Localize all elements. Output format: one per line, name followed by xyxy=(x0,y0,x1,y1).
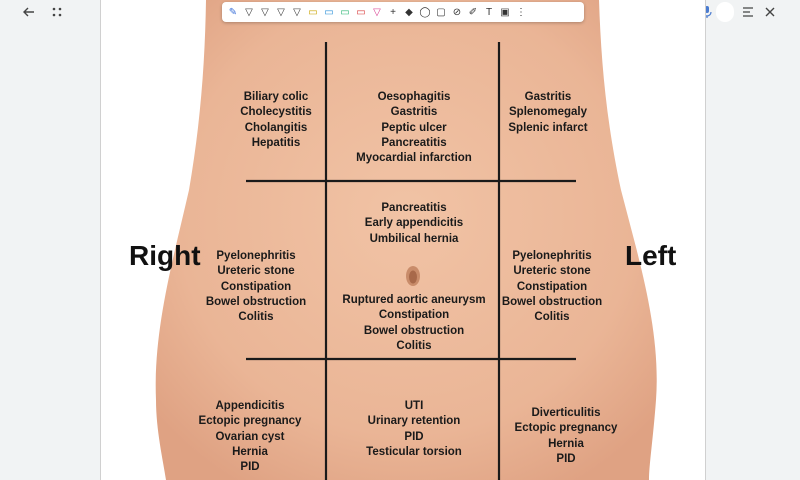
pen-2-tool-icon[interactable]: ▽ xyxy=(261,6,269,18)
region-line: Early appendicitis xyxy=(364,217,464,230)
region-line: Gastritis xyxy=(390,106,438,119)
text-tool-icon[interactable]: T xyxy=(485,6,493,18)
region-line: Colitis xyxy=(396,339,432,352)
apps-icon xyxy=(52,7,62,17)
region-line: Constipation xyxy=(220,280,292,293)
region-line: Appendicitis xyxy=(215,400,285,412)
region-line: Ectopic pregnancy xyxy=(514,422,618,435)
region-line: Constipation xyxy=(378,309,450,322)
region-line: Pyelonephritis xyxy=(512,250,592,262)
pen-5-tool-icon[interactable]: ▽ xyxy=(373,6,381,18)
highlighter-3-tool-icon[interactable]: ▭ xyxy=(340,6,350,18)
pen-3-tool-icon[interactable]: ▽ xyxy=(277,6,285,18)
region-line: Hernia xyxy=(548,437,584,450)
region-line: Ureteric stone xyxy=(217,265,295,278)
region-line: Colitis xyxy=(238,311,274,324)
region-line: Oesophagitis xyxy=(377,91,451,103)
region-line: Umbilical hernia xyxy=(369,232,459,245)
close-button[interactable] xyxy=(759,2,781,22)
apps-button[interactable] xyxy=(42,0,72,24)
region-line: Diverticulitis xyxy=(531,407,601,419)
image-tool-icon[interactable]: ▣ xyxy=(500,6,510,18)
region-line: Ruptured aortic aneurysm xyxy=(342,294,486,306)
region-line: Bowel obstruction xyxy=(205,295,307,308)
region-line: Splenic infarct xyxy=(508,121,588,134)
region-line: Cholecystitis xyxy=(240,106,312,119)
list-icon xyxy=(743,7,753,17)
region-line: Ovarian cyst xyxy=(215,430,285,443)
lasso-tool-icon[interactable]: ◯ xyxy=(419,6,431,18)
highlighter-2-tool-icon[interactable]: ▭ xyxy=(324,6,334,18)
laser-tool-icon[interactable]: ✐ xyxy=(468,6,478,18)
region-line: Testicular torsion xyxy=(366,445,462,458)
region-line: Pyelonephritis xyxy=(216,250,296,262)
region-line: Cholangitis xyxy=(244,121,308,134)
link-tool-icon[interactable]: ⊘ xyxy=(452,6,462,18)
region-line: Hernia xyxy=(232,445,268,458)
region-line: PID xyxy=(404,430,424,443)
region-line: Bowel obstruction xyxy=(363,324,465,337)
pen-4-tool-icon[interactable]: ▽ xyxy=(293,6,301,18)
highlighter-4-tool-icon[interactable]: ▭ xyxy=(356,6,366,18)
region-line: Ureteric stone xyxy=(513,265,591,278)
shapes-tool-icon[interactable]: ▢ xyxy=(436,6,446,18)
region-line: PID xyxy=(556,452,576,465)
eraser-tool-icon[interactable]: ◆ xyxy=(405,6,413,18)
torso-illustration xyxy=(155,0,657,480)
region-line: Urinary retention xyxy=(367,415,461,428)
back-button[interactable] xyxy=(14,0,44,24)
more-tool-icon[interactable]: ⋮ xyxy=(516,6,526,18)
pen-tool-icon[interactable]: ✎ xyxy=(228,6,238,18)
region-line: Colitis xyxy=(534,311,570,324)
region-line: Biliary colic xyxy=(243,91,309,103)
region-line: Peptic ulcer xyxy=(381,121,447,134)
side-label-left: Left xyxy=(625,240,677,271)
list-button[interactable] xyxy=(737,2,759,22)
arrow-left-icon xyxy=(23,7,34,17)
pen-1-tool-icon[interactable]: ▽ xyxy=(245,6,253,18)
close-icon xyxy=(765,7,775,17)
highlighter-1-tool-icon[interactable]: ▭ xyxy=(308,6,318,18)
region-line: UTI xyxy=(404,400,424,412)
region-line: Pancreatitis xyxy=(381,202,447,214)
side-label-right: Right xyxy=(129,240,201,271)
region-line: Splenomegaly xyxy=(509,106,587,119)
region-line: Myocardial infarction xyxy=(356,152,472,165)
region-line: Bowel obstruction xyxy=(501,295,603,308)
region-line: Ectopic pregnancy xyxy=(198,415,302,428)
region-line: PID xyxy=(240,461,260,474)
region-line: Hepatitis xyxy=(251,136,301,149)
annotation-toolbar: ✎ ▽ ▽ ▽ ▽ ▭ ▭ ▭ ▭ ▽ + ◆ ◯ ▢ ⊘ ✐ T ▣ ⋮ xyxy=(222,2,584,22)
region-line: Constipation xyxy=(516,280,588,293)
region-line: Gastritis xyxy=(524,91,572,103)
region-line: Pancreatitis xyxy=(381,136,447,149)
blank-button[interactable] xyxy=(716,2,734,22)
add-tool-icon[interactable]: + xyxy=(390,6,396,18)
